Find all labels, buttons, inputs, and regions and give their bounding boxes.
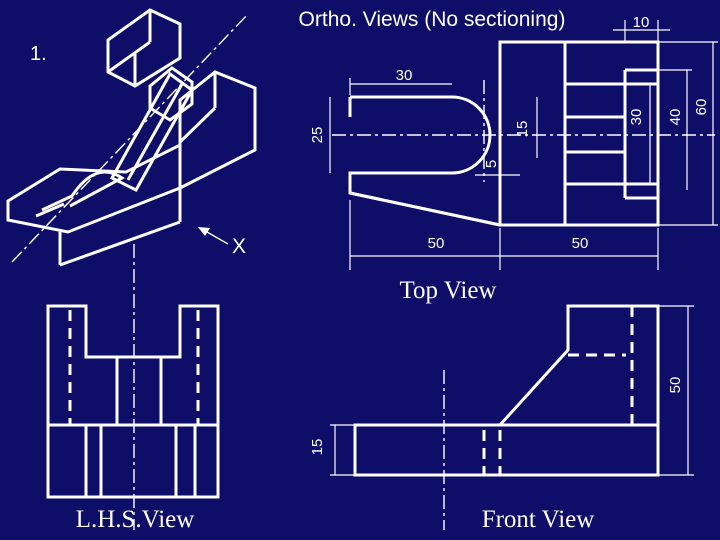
side-view-label: L.H.S.View	[76, 506, 195, 533]
isometric-view	[6, 8, 257, 267]
dim-60: 60	[693, 99, 710, 116]
dim-40: 40	[667, 109, 684, 126]
top-view	[332, 40, 715, 227]
top-view-label: Top View	[400, 277, 497, 304]
dim-10: 10	[633, 14, 650, 31]
front-view-outline	[353, 304, 660, 477]
problem-number: 1.	[30, 43, 47, 65]
front-view-label: Front View	[482, 506, 595, 533]
side-view-outline	[46, 304, 220, 499]
dim-50-height: 50	[667, 377, 684, 394]
iso-u-slot	[41, 170, 125, 212]
dim-5: 5	[483, 160, 500, 168]
dim-15-slot: 15	[514, 121, 531, 138]
dim-50-right: 50	[572, 235, 589, 252]
view-direction-label: X	[232, 235, 246, 258]
dim-50-left: 50	[428, 235, 445, 252]
top-view-dimensions: 10 30 25 15 5 30 40 60 50 50	[309, 14, 718, 270]
isometric-center-line	[11, 13, 249, 263]
front-view: 50 15	[309, 304, 694, 530]
side-view	[46, 244, 220, 530]
dim-30-right: 30	[628, 109, 645, 126]
iso-center-key	[148, 66, 194, 122]
page-title: Ortho. Views (No sectioning)	[299, 8, 566, 31]
dim-15-base: 15	[309, 439, 326, 456]
top-view-slot-arc	[451, 95, 492, 175]
iso-vertical-block	[178, 70, 257, 191]
dim-30-top: 30	[396, 67, 413, 84]
dim-25: 25	[309, 127, 326, 144]
